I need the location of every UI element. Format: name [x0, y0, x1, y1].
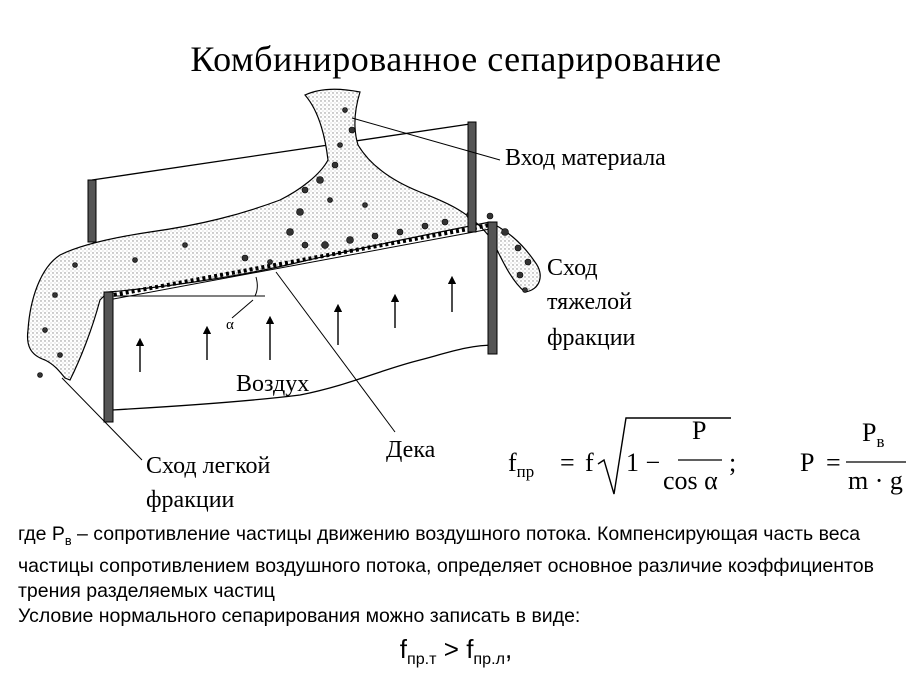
label-deck: Дека — [386, 437, 436, 463]
deck-line — [107, 223, 491, 298]
formula2-lhs: P — [800, 448, 815, 477]
formula1-end: ; — [729, 448, 737, 477]
formula1-lhs-sub: пр — [516, 462, 535, 482]
label-heavy-fraction-2: тяжелой — [547, 289, 632, 315]
label-heavy-fraction-3: фракции — [547, 325, 636, 351]
frame-top-line — [91, 123, 471, 181]
explanation-paragraph: где Pв – сопротивление частицы движению … — [18, 522, 908, 604]
angle-arc — [254, 276, 258, 297]
formula2-num-sub: в — [876, 432, 885, 452]
leader-deck — [275, 271, 396, 433]
condition-b: f — [466, 634, 474, 664]
explanation-sub: в — [64, 533, 72, 548]
formula-friction: fпр — [508, 448, 534, 482]
formula1-lhs: f — [508, 448, 517, 477]
post-left-back — [87, 179, 97, 243]
formula1-f: f — [585, 448, 594, 477]
formula2-num-main: P — [862, 418, 877, 447]
leader-inlet — [351, 117, 501, 161]
formula2-fraction-bar — [846, 461, 906, 463]
label-heavy-fraction-1: Сход — [547, 255, 598, 281]
formula1-one-minus: 1 − — [626, 448, 661, 477]
air-chamber — [111, 228, 496, 411]
post-left-front — [103, 291, 114, 423]
label-material-inlet: Вход материала — [505, 145, 666, 171]
post-right-front — [487, 221, 498, 355]
explanation-text: где Pв – сопротивление частицы движению … — [18, 522, 908, 629]
formula1-num: P — [692, 416, 707, 445]
explanation-post: – сопротивление частицы движению воздушн… — [18, 523, 874, 602]
material-layer — [26, 88, 541, 381]
formula1-eq: = — [560, 448, 575, 477]
formula2-den: m · g — [848, 466, 903, 495]
formula2-num: Pв — [862, 418, 884, 452]
condition-a: f — [399, 634, 407, 664]
formula2-eq: = — [826, 448, 841, 477]
condition-op: > — [436, 634, 467, 664]
formula1-sqrt — [597, 417, 731, 495]
condition-b-sub: пр.л — [473, 650, 505, 669]
particles — [37, 107, 532, 378]
label-angle: α — [226, 317, 234, 333]
label-light-fraction-1: Сход легкой — [146, 453, 271, 479]
separator-diagram — [26, 88, 541, 461]
formula1-den: cos α — [663, 466, 718, 495]
condition-intro: Условие нормального сепарирования можно … — [18, 604, 581, 627]
separation-condition: fпр.т > fпр.л, — [0, 634, 912, 669]
air-flow-arrows — [135, 275, 457, 372]
condition-end: , — [504, 634, 513, 664]
page-title: Комбинированное сепарирование — [190, 39, 722, 79]
condition-a-sub: пр.т — [407, 650, 437, 669]
post-right-back — [467, 121, 477, 233]
explanation-pre: где P — [18, 523, 65, 545]
label-air: Воздух — [236, 371, 310, 397]
leader-light — [61, 377, 143, 461]
label-light-fraction-2: фракции — [146, 487, 235, 513]
